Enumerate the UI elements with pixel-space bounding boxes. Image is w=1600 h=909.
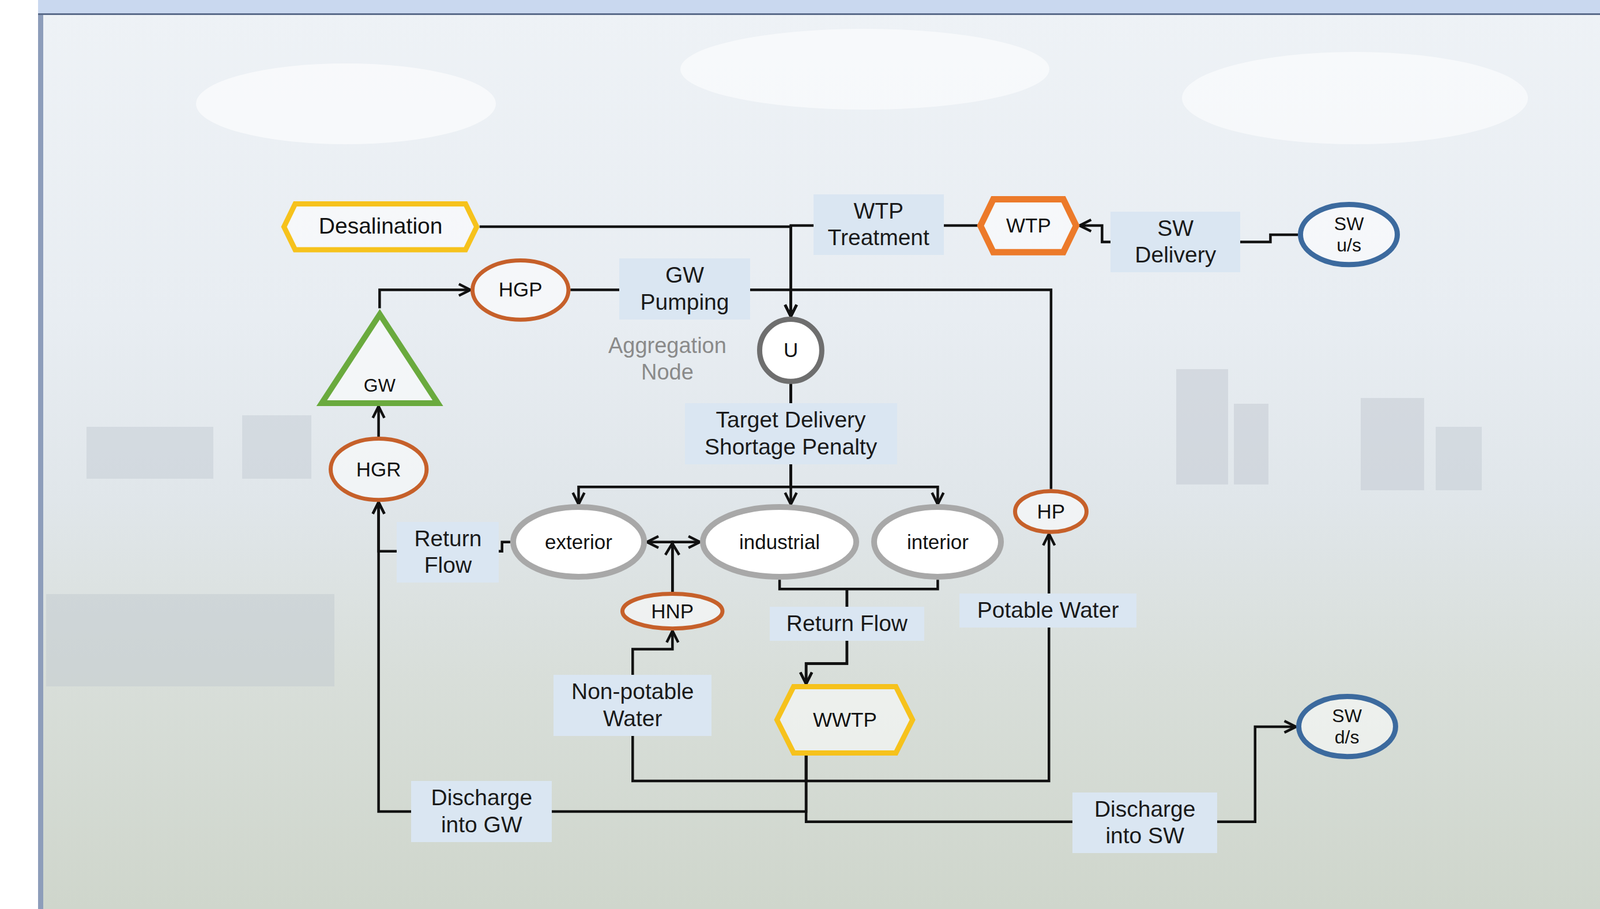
node-label: WWTP [812, 708, 877, 732]
hexagon-process: Desalination [281, 201, 480, 252]
node-label: WTP [1006, 213, 1052, 237]
node-label: GW [363, 374, 396, 397]
aggregation-circle: U [757, 316, 825, 384]
node-label: HGP [498, 277, 543, 301]
cloud [1181, 51, 1528, 145]
building [86, 426, 214, 479]
demand-ellipse: industrial [699, 503, 860, 580]
node-label: Desalination [318, 213, 443, 240]
cloud [680, 28, 1050, 110]
demand-ellipse: exterior [510, 503, 647, 580]
node-label: HGR [356, 457, 402, 481]
node-shape [472, 260, 568, 320]
flow-arrow [646, 541, 673, 593]
building [1233, 403, 1269, 485]
node-shape [513, 506, 645, 577]
building [1360, 397, 1425, 491]
flow-arrow [672, 541, 700, 593]
node-shape [321, 314, 438, 404]
flow-label: Return Flow [396, 521, 499, 583]
node-label: HNP [650, 599, 694, 623]
node-shape [622, 593, 724, 629]
node-shape [284, 203, 477, 250]
node-shape [330, 438, 427, 500]
flow-label: Target Delivery Shortage Penalty [684, 403, 898, 465]
node-shape [1298, 696, 1396, 757]
flow-label: WTP Treatment [813, 194, 945, 256]
flow-arrow [379, 290, 471, 309]
water-body-ellipse: SW d/s [1296, 693, 1399, 759]
node-shape [702, 506, 857, 577]
cloud [196, 63, 496, 145]
river [46, 593, 335, 687]
flow-label: GW Pumping [619, 258, 751, 320]
node-label: industrial [739, 530, 820, 554]
demand-ellipse: interior [871, 503, 1004, 580]
node-shape [874, 506, 1001, 577]
node-label: SW u/s [1327, 213, 1370, 256]
flow-label: Discharge into GW [411, 780, 552, 842]
annotation-label: Aggregation Node [596, 332, 740, 386]
flow-label: Return Flow [769, 606, 924, 641]
flow-arrow [377, 405, 380, 437]
link-ellipse: HGR [328, 436, 429, 502]
node-label: U [783, 338, 798, 362]
link-ellipse: HP [1013, 488, 1089, 534]
node-label: SW d/s [1325, 705, 1369, 748]
node-shape [1300, 204, 1398, 265]
node-label: HP [1037, 499, 1066, 523]
node-shape [759, 318, 823, 382]
groundwater-triangle: GW [316, 307, 443, 406]
node-shape [980, 198, 1077, 252]
water-body-ellipse: SW u/s [1297, 201, 1400, 267]
link-ellipse: HNP [620, 591, 725, 631]
flow-label: SW Delivery [1110, 211, 1241, 273]
building [1435, 426, 1482, 491]
hexagon-process: WTP [977, 196, 1080, 256]
node-shape [1015, 490, 1087, 532]
title-bar [38, 0, 1600, 15]
link-ellipse: HGP [470, 258, 571, 322]
flow-label: Potable Water [959, 593, 1136, 628]
flow-label: Discharge into SW [1072, 792, 1218, 854]
node-shape [777, 686, 913, 753]
node-label: interior [906, 530, 969, 554]
flow-label: Non-potable Water [553, 674, 712, 736]
node-label: exterior [544, 530, 613, 554]
hexagon-process: WWTP [774, 683, 916, 756]
building [1176, 369, 1229, 485]
building [242, 415, 312, 479]
